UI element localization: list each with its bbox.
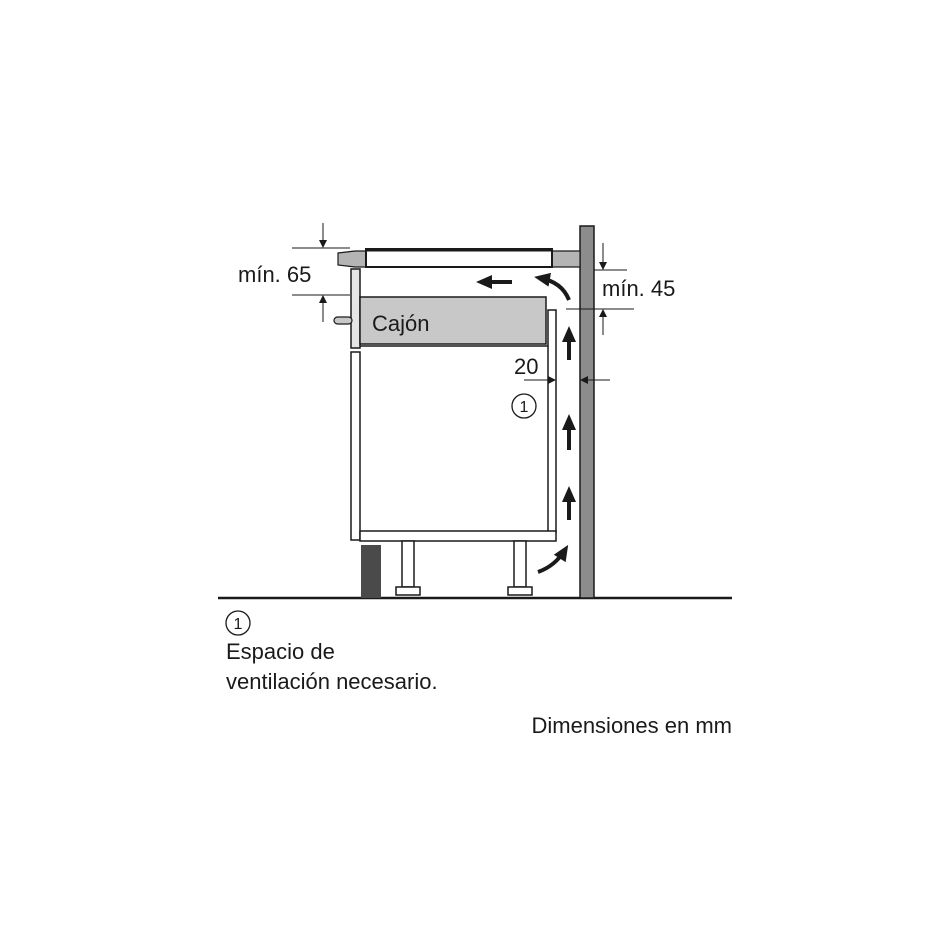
drawer-box: [359, 296, 547, 345]
gap-20-label: 20: [514, 354, 538, 379]
wall: [579, 225, 595, 599]
legend-line-1: Espacio de: [226, 639, 335, 664]
cabinet-back-panel: [547, 309, 557, 533]
units-note: Dimensiones en mm: [531, 713, 732, 738]
airflow-arrow-bottom-curve: [537, 544, 569, 574]
airflow-arrow-top-curve: [534, 272, 571, 301]
airflow-arrows: [476, 272, 576, 574]
cabinet-leg-right: [507, 540, 533, 596]
min-65-label: mín. 65: [238, 262, 311, 287]
dimension-min-45: [566, 243, 634, 335]
legend-marker-number: 1: [234, 616, 243, 633]
cabinet-front-lower: [350, 351, 361, 541]
callout-marker-number: 1: [520, 399, 529, 416]
callout-marker-circle: [511, 393, 537, 419]
dimension-min-65: [292, 223, 350, 322]
drawer-knob: [333, 316, 353, 325]
legend-line-2: ventilación necesario.: [226, 669, 438, 694]
cabinet-base: [359, 530, 557, 542]
hob-glass: [365, 248, 553, 268]
legend-marker-circle: [225, 610, 251, 636]
cabinet-leg-left: [395, 540, 421, 596]
min-45-label: mín. 45: [602, 276, 675, 301]
drawer-label: Cajón: [372, 311, 429, 336]
plinth: [361, 545, 381, 598]
cabinet-front-upper: [350, 268, 361, 349]
